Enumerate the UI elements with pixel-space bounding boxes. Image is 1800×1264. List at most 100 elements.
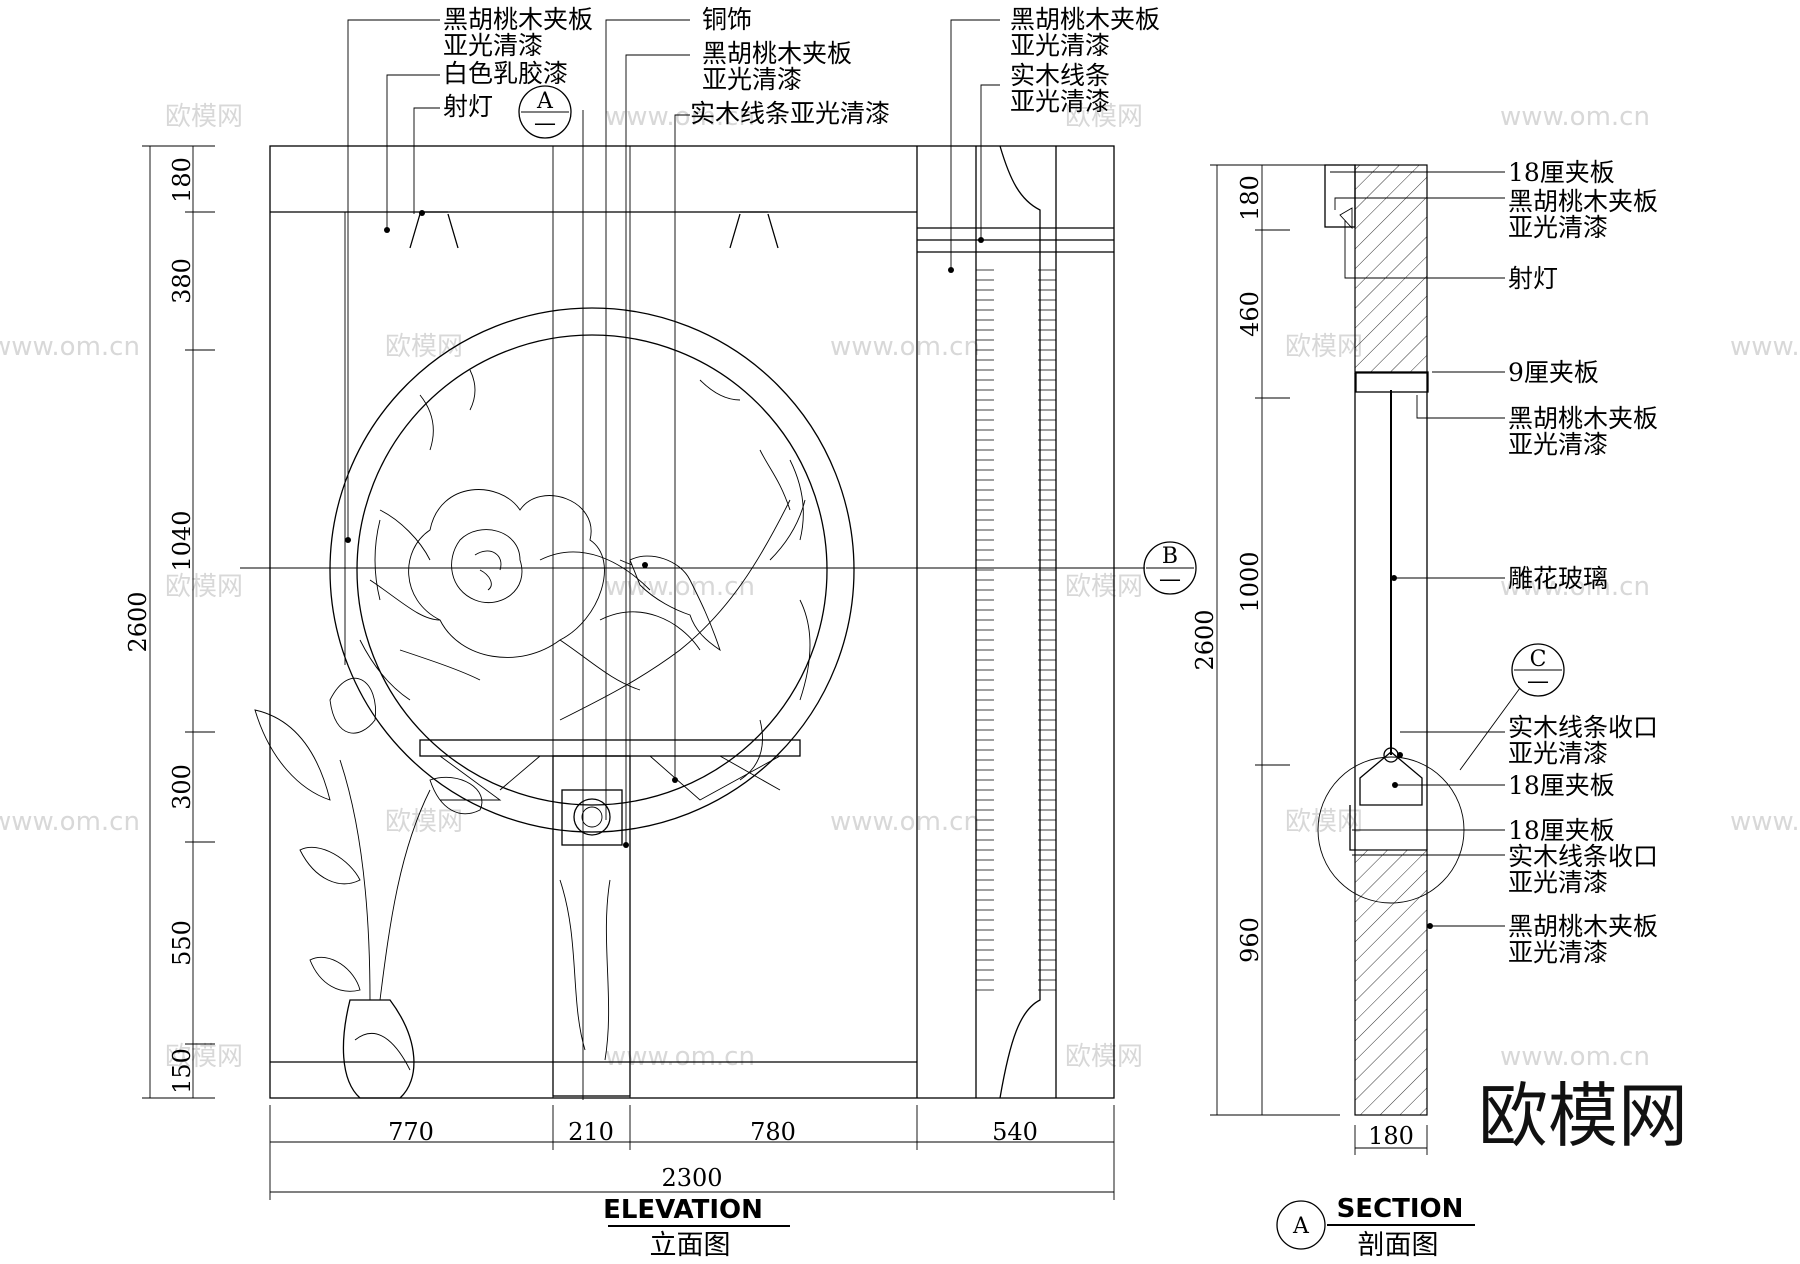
- label-walnut-right-finish: 亚光清漆: [1010, 31, 1110, 60]
- dim-v-550: 550: [168, 920, 196, 966]
- watermark-cn: 欧模网: [1065, 1042, 1143, 1072]
- bubble-b-sub: —: [1159, 567, 1181, 592]
- elevation-title-en: ELEVATION: [603, 1195, 763, 1225]
- label-ply9: 9厘夹板: [1508, 358, 1599, 387]
- watermark-url: www.om.cn: [1500, 1042, 1650, 1072]
- wood-slats: [976, 269, 1056, 991]
- bubble-a-sub: —: [534, 111, 556, 136]
- label-copper: 铜饰: [702, 5, 752, 34]
- section-marker: A: [1292, 1214, 1310, 1239]
- label-wood-line-finish: 亚光清漆: [1010, 87, 1110, 116]
- label-walnut-mid: 黑胡桃木夹板: [702, 39, 852, 68]
- watermark-url: www.om.cn: [605, 102, 755, 132]
- spotlight-icon: [409, 210, 459, 249]
- dim-v-150: 150: [168, 1048, 196, 1094]
- watermark-logo: 欧模网: [1478, 1075, 1688, 1157]
- label-edge-a: 实木线条收口: [1508, 713, 1658, 742]
- watermark-cn: 欧模网: [1285, 807, 1363, 837]
- watermark-url: www.om.cn: [605, 572, 755, 602]
- watermark-cn: 欧模网: [1065, 102, 1143, 132]
- label-molding: 实木线条亚光清漆: [690, 99, 890, 128]
- dim-v-300: 300: [168, 764, 196, 810]
- bubble-a-letter: A: [536, 89, 554, 114]
- bubble-b-letter: B: [1162, 544, 1178, 569]
- label-ply18-low: 18厘夹板: [1508, 816, 1615, 845]
- section-dim-960: 960: [1236, 917, 1264, 963]
- watermark-url: www.om.cn: [0, 807, 140, 837]
- bird-illustration: [559, 449, 806, 721]
- label-edge-b-finish: 亚光清漆: [1508, 868, 1608, 897]
- section-title-cn: 剖面图: [1358, 1230, 1439, 1261]
- plant-vase-illustration: [254, 677, 483, 1099]
- section-dim-180: 180: [1236, 175, 1264, 221]
- label-ply18-top: 18厘夹板: [1508, 158, 1615, 187]
- elevation-drawing: [240, 110, 1145, 1100]
- peony-illustration: [369, 489, 701, 691]
- label-carved-glass: 雕花玻璃: [1508, 564, 1608, 593]
- section-dim-width: 180: [1368, 1122, 1414, 1150]
- watermark-cn: 欧模网: [165, 572, 243, 602]
- dim-v-total: 2600: [124, 591, 152, 652]
- dim-h-540: 540: [992, 1118, 1038, 1146]
- watermark-url: www.om.cn: [1500, 572, 1650, 602]
- bubble-c-sub: —: [1527, 669, 1549, 694]
- label-wood-line: 实木线条: [1010, 61, 1110, 90]
- copper-ornament: [561, 789, 623, 846]
- label-walnut-b: 黑胡桃木夹板: [1508, 404, 1658, 433]
- dim-v-380: 380: [168, 258, 196, 304]
- watermark-url: www.om.cn: [1730, 807, 1800, 837]
- label-walnut-top-finish: 亚光清漆: [443, 31, 543, 60]
- label-edge-a-finish: 亚光清漆: [1508, 739, 1608, 768]
- section-bubble-a: A —: [518, 85, 572, 139]
- lattice-shelf: [419, 739, 801, 1097]
- label-walnut-b-finish: 亚光清漆: [1508, 430, 1608, 459]
- label-latex-paint: 白色乳胶漆: [443, 59, 568, 88]
- label-edge-b: 实木线条收口: [1508, 842, 1658, 871]
- elevation-leaders: [345, 19, 1000, 848]
- watermark-url: www.om.cn: [1500, 102, 1650, 132]
- section-marker-circle: [1276, 1200, 1326, 1250]
- section-labels: 18厘夹板 黑胡桃木夹板 亚光清漆 射灯 9厘夹板 黑胡桃木夹板 亚光清漆 雕花…: [1508, 158, 1658, 967]
- spotlight-icon: [729, 211, 779, 249]
- moon-gate-inner: [356, 334, 828, 806]
- label-walnut-c: 黑胡桃木夹板: [1508, 912, 1658, 941]
- watermark-url: www.om.cn: [1730, 332, 1800, 362]
- elevation-vertical-dims: 180 380 1040 300 550 150 2600: [124, 145, 215, 1099]
- section-drawing: [1317, 164, 1465, 1116]
- label-walnut-mid-finish: 亚光清漆: [702, 65, 802, 94]
- elevation-horizontal-dims: 770 210 780 540 2300: [269, 1105, 1115, 1200]
- watermark-url: www.om.cn: [605, 1042, 755, 1072]
- watermark-cn: 欧模网: [1065, 572, 1143, 602]
- watermark-cn: 欧模网: [1285, 332, 1363, 362]
- label-walnut-c-finish: 亚光清漆: [1508, 938, 1608, 967]
- label-walnut-top: 黑胡桃木夹板: [443, 5, 593, 34]
- section-bubble-c: C —: [1459, 643, 1565, 771]
- section-bubble-b: B —: [1143, 541, 1197, 595]
- dim-h-total: 2300: [661, 1164, 722, 1192]
- label-ply18-mid: 18厘夹板: [1508, 771, 1615, 800]
- label-walnut-right: 黑胡桃木夹板: [1010, 5, 1160, 34]
- section-width-dim: 180: [1354, 1122, 1428, 1155]
- bubble-c-letter: C: [1530, 647, 1547, 672]
- cap-profile: [1359, 751, 1423, 806]
- dim-v-1040: 1040: [168, 510, 196, 571]
- watermark-cn: 欧模网: [385, 332, 463, 362]
- section-leaders: [1330, 171, 1505, 929]
- section-title-en: SECTION: [1337, 1194, 1464, 1224]
- dim-v-180: 180: [168, 157, 196, 203]
- moon-gate-outer: [329, 307, 855, 833]
- watermark-cn: 欧模网: [165, 102, 243, 132]
- right-panel: [917, 145, 1114, 1099]
- dim-h-780: 780: [750, 1118, 796, 1146]
- center-post: [552, 755, 631, 1097]
- watermark-cn: 欧模网: [385, 807, 463, 837]
- section-dim-1000: 1000: [1236, 551, 1264, 612]
- label-walnut-a-finish: 亚光清漆: [1508, 213, 1608, 242]
- section-title: A SECTION 剖面图: [1276, 1194, 1475, 1261]
- elevation-outline: [269, 145, 1115, 1099]
- watermark-url: www.om.cn: [830, 332, 980, 362]
- section-upper-block: [1354, 164, 1428, 374]
- label-spotlight-section: 射灯: [1508, 264, 1558, 293]
- label-spotlight: 射灯: [443, 92, 493, 121]
